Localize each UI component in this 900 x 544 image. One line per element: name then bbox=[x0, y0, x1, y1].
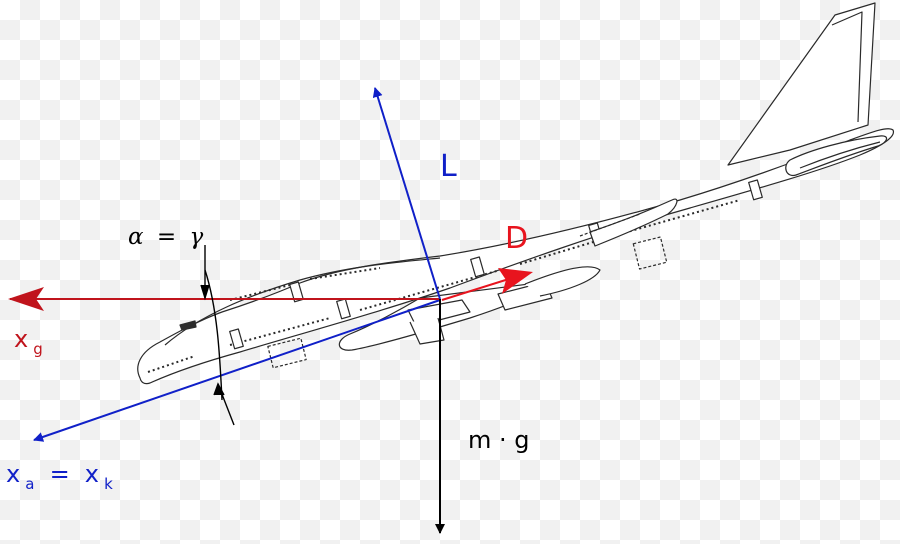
geodetic-axis-label: x g bbox=[14, 325, 43, 358]
weight-label: m · g bbox=[468, 426, 530, 454]
axis-equals: = bbox=[50, 460, 70, 488]
drag-arrowhead bbox=[498, 268, 533, 294]
aircraft-illustration bbox=[137, 2, 895, 385]
drag-label: D bbox=[505, 221, 528, 256]
kinematic-axis-symbol: x bbox=[85, 460, 99, 488]
horizontal-stabilizer bbox=[785, 135, 888, 177]
far-wing bbox=[589, 198, 678, 247]
drag-arrow bbox=[441, 277, 513, 301]
geodetic-arrowhead bbox=[8, 287, 44, 311]
lift-arrow bbox=[372, 87, 441, 300]
aero-axis-arrow bbox=[33, 299, 441, 442]
window-row-main bbox=[147, 199, 741, 373]
aero-axis-symbol: x bbox=[6, 460, 20, 488]
geodetic-axis-subscript: g bbox=[33, 340, 43, 358]
angle-label: α = γ bbox=[128, 224, 203, 250]
vertical-stabilizer bbox=[727, 2, 876, 166]
aero-axis-subscript: a bbox=[25, 475, 34, 493]
kinematic-axis-subscript: k bbox=[104, 475, 113, 493]
aero-kinematic-axis-label: x a = x k bbox=[6, 460, 113, 493]
angle-lhs: α bbox=[128, 224, 144, 250]
window-row-upper bbox=[229, 267, 381, 301]
fuselage bbox=[137, 128, 895, 385]
angle-arc bbox=[204, 269, 223, 401]
angle-marker bbox=[200, 245, 235, 426]
angle-eq: = bbox=[157, 224, 176, 250]
angle-rhs: γ bbox=[189, 224, 203, 250]
lift-label: L bbox=[440, 149, 457, 184]
geodetic-axis-symbol: x bbox=[14, 325, 28, 353]
